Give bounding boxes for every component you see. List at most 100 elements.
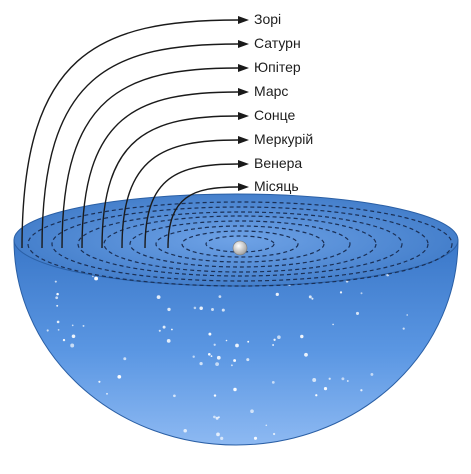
star-dot [406,314,409,316]
label-stars: Зорі [254,11,281,27]
star-dot [106,392,108,395]
orbit-ring [77,211,403,277]
star-dot [341,377,345,381]
orbit-rings [27,201,453,287]
star-dot [360,389,363,392]
label-sun: Сонце [254,107,295,123]
star-dot [207,352,211,356]
star-dot [94,276,99,281]
star-dot [273,338,276,341]
earth-icon [232,240,248,256]
star-dot [54,280,57,283]
star-dot [98,380,101,383]
star-dot [328,377,331,380]
star-dot [370,372,374,376]
orbit-ring [103,215,377,273]
star-dot [62,338,66,342]
star-dot [199,306,203,310]
body-labels: Зорі Сатурн Юпітер Марс Сонце Меркурій В… [254,11,313,194]
star-dot [275,292,279,297]
label-jupiter: Юпітер [254,59,301,75]
arrow-icon [238,64,249,72]
star-dot [213,394,217,397]
star-dot [70,343,75,348]
star-dot [123,357,127,361]
star-dot [167,307,171,312]
star-dot [265,424,268,427]
star-dot [183,429,187,433]
arc-line [121,139,239,249]
orbit-ring [129,220,351,268]
star-dot [55,296,59,300]
star-dot [215,416,219,420]
star-dot [46,329,49,332]
star-dot [246,358,250,362]
celestial-hemisphere [13,239,459,446]
sphere-arcs [21,16,249,249]
star-dot [233,387,237,392]
star-dot [171,328,173,331]
star-dot [360,292,363,295]
star-dot [193,306,197,310]
star-dot [272,432,276,436]
star-dot [208,332,212,336]
star-dot [199,361,203,366]
arrow-icon [238,183,249,191]
label-mercury: Меркурій [254,131,313,147]
star-dot [210,355,213,357]
star-dot [218,295,222,298]
star-dot [215,362,219,366]
star-dot [162,325,166,329]
star-dot [217,416,220,419]
arc-line [61,67,239,249]
star-dot [315,394,318,397]
star-dot [277,335,281,340]
star-dot [156,295,161,299]
star-dot [235,343,239,348]
star-dot [355,311,360,315]
star-dot [216,432,220,437]
star-dot [173,394,176,398]
star-dot [213,415,216,419]
star-dot [57,329,60,331]
star-dot [225,339,228,342]
arc-line [41,43,239,249]
star-dot [300,334,304,339]
arc-line [81,91,239,249]
star-dot [346,380,349,382]
star-dot [271,381,275,384]
star-dot [402,327,405,330]
arc-line [21,19,239,249]
star-dot [304,352,308,357]
orbit-ring [51,206,429,282]
arrow-icon [238,112,249,120]
star-dot [221,308,225,312]
star-dot [92,275,94,278]
star-dot [332,323,334,326]
star-dot [339,291,343,294]
star-dot [71,324,74,327]
star-dot [56,304,59,307]
star-dot [56,320,60,324]
star-dot [311,297,314,300]
star-dot [71,334,76,339]
star-dot [82,324,85,327]
star-dot [211,308,214,311]
orbit-ring [155,225,325,263]
star-dot [233,359,237,362]
orbit-ring [181,230,299,258]
star-dot [250,409,254,414]
arrow-icon [238,160,249,168]
star-dot [220,436,224,440]
star-dot [312,378,317,382]
star-dot [192,355,195,358]
label-mars: Марс [254,83,288,99]
star-dot [166,339,171,343]
arc-line [167,186,239,249]
star-dot [213,343,216,346]
arrow-icon [238,136,249,144]
label-moon: Місяць [254,178,299,194]
star-dot [253,436,258,440]
star-dot [117,374,122,379]
